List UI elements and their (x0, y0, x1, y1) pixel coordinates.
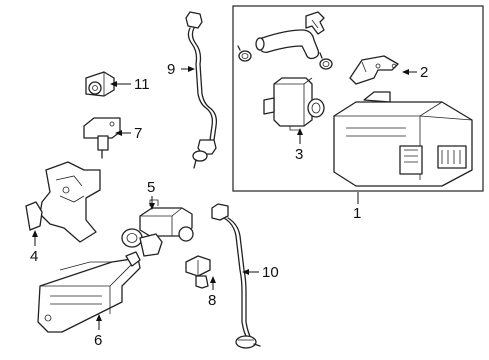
callout-6: 6 (94, 332, 102, 349)
arrow-4 (32, 230, 38, 237)
arrow-2 (402, 69, 409, 75)
arrow-6 (96, 314, 102, 321)
canister-bracket-part (349, 55, 399, 85)
canister-assembly-box (232, 5, 484, 192)
callout-1: 1 (353, 205, 361, 222)
vsv-5-part (121, 199, 194, 257)
vapor-hose-part (255, 29, 320, 60)
callout-7: 7 (134, 125, 142, 142)
bracket-4-part (25, 161, 101, 243)
sensor-8-part (185, 255, 211, 289)
oxygen-sensor-upper-part (185, 11, 218, 169)
callout-5: 5 (147, 179, 155, 196)
oxygen-sensor-lower-part (211, 203, 261, 349)
callout-8: 8 (208, 292, 216, 309)
arrow-5 (149, 203, 155, 210)
hose-clamp-left-part (237, 45, 252, 62)
callout-3: 3 (295, 146, 303, 163)
arrow-10 (242, 269, 249, 275)
charcoal-canister-part (333, 91, 473, 187)
purge-valve-part (263, 77, 325, 131)
hose-clamp-right-part (319, 52, 333, 70)
callout-numbers: 1 2 3 4 5 6 7 8 9 10 11 (30, 61, 428, 349)
callout-4: 4 (30, 248, 38, 265)
arrow-11 (110, 81, 117, 87)
callout-11: 11 (134, 76, 150, 93)
module-6-part (37, 251, 141, 333)
arrow-7 (115, 130, 122, 136)
leader-lines (32, 66, 417, 330)
arrow-9 (188, 66, 195, 72)
callout-2: 2 (420, 64, 428, 81)
callout-10: 10 (262, 264, 279, 281)
callout-9: 9 (167, 61, 175, 78)
hose-clip-top-part (305, 11, 325, 35)
sensor-11-part (85, 71, 115, 97)
sensor-7-part (83, 117, 121, 159)
arrow-8 (210, 276, 216, 283)
arrow-3 (297, 128, 303, 135)
